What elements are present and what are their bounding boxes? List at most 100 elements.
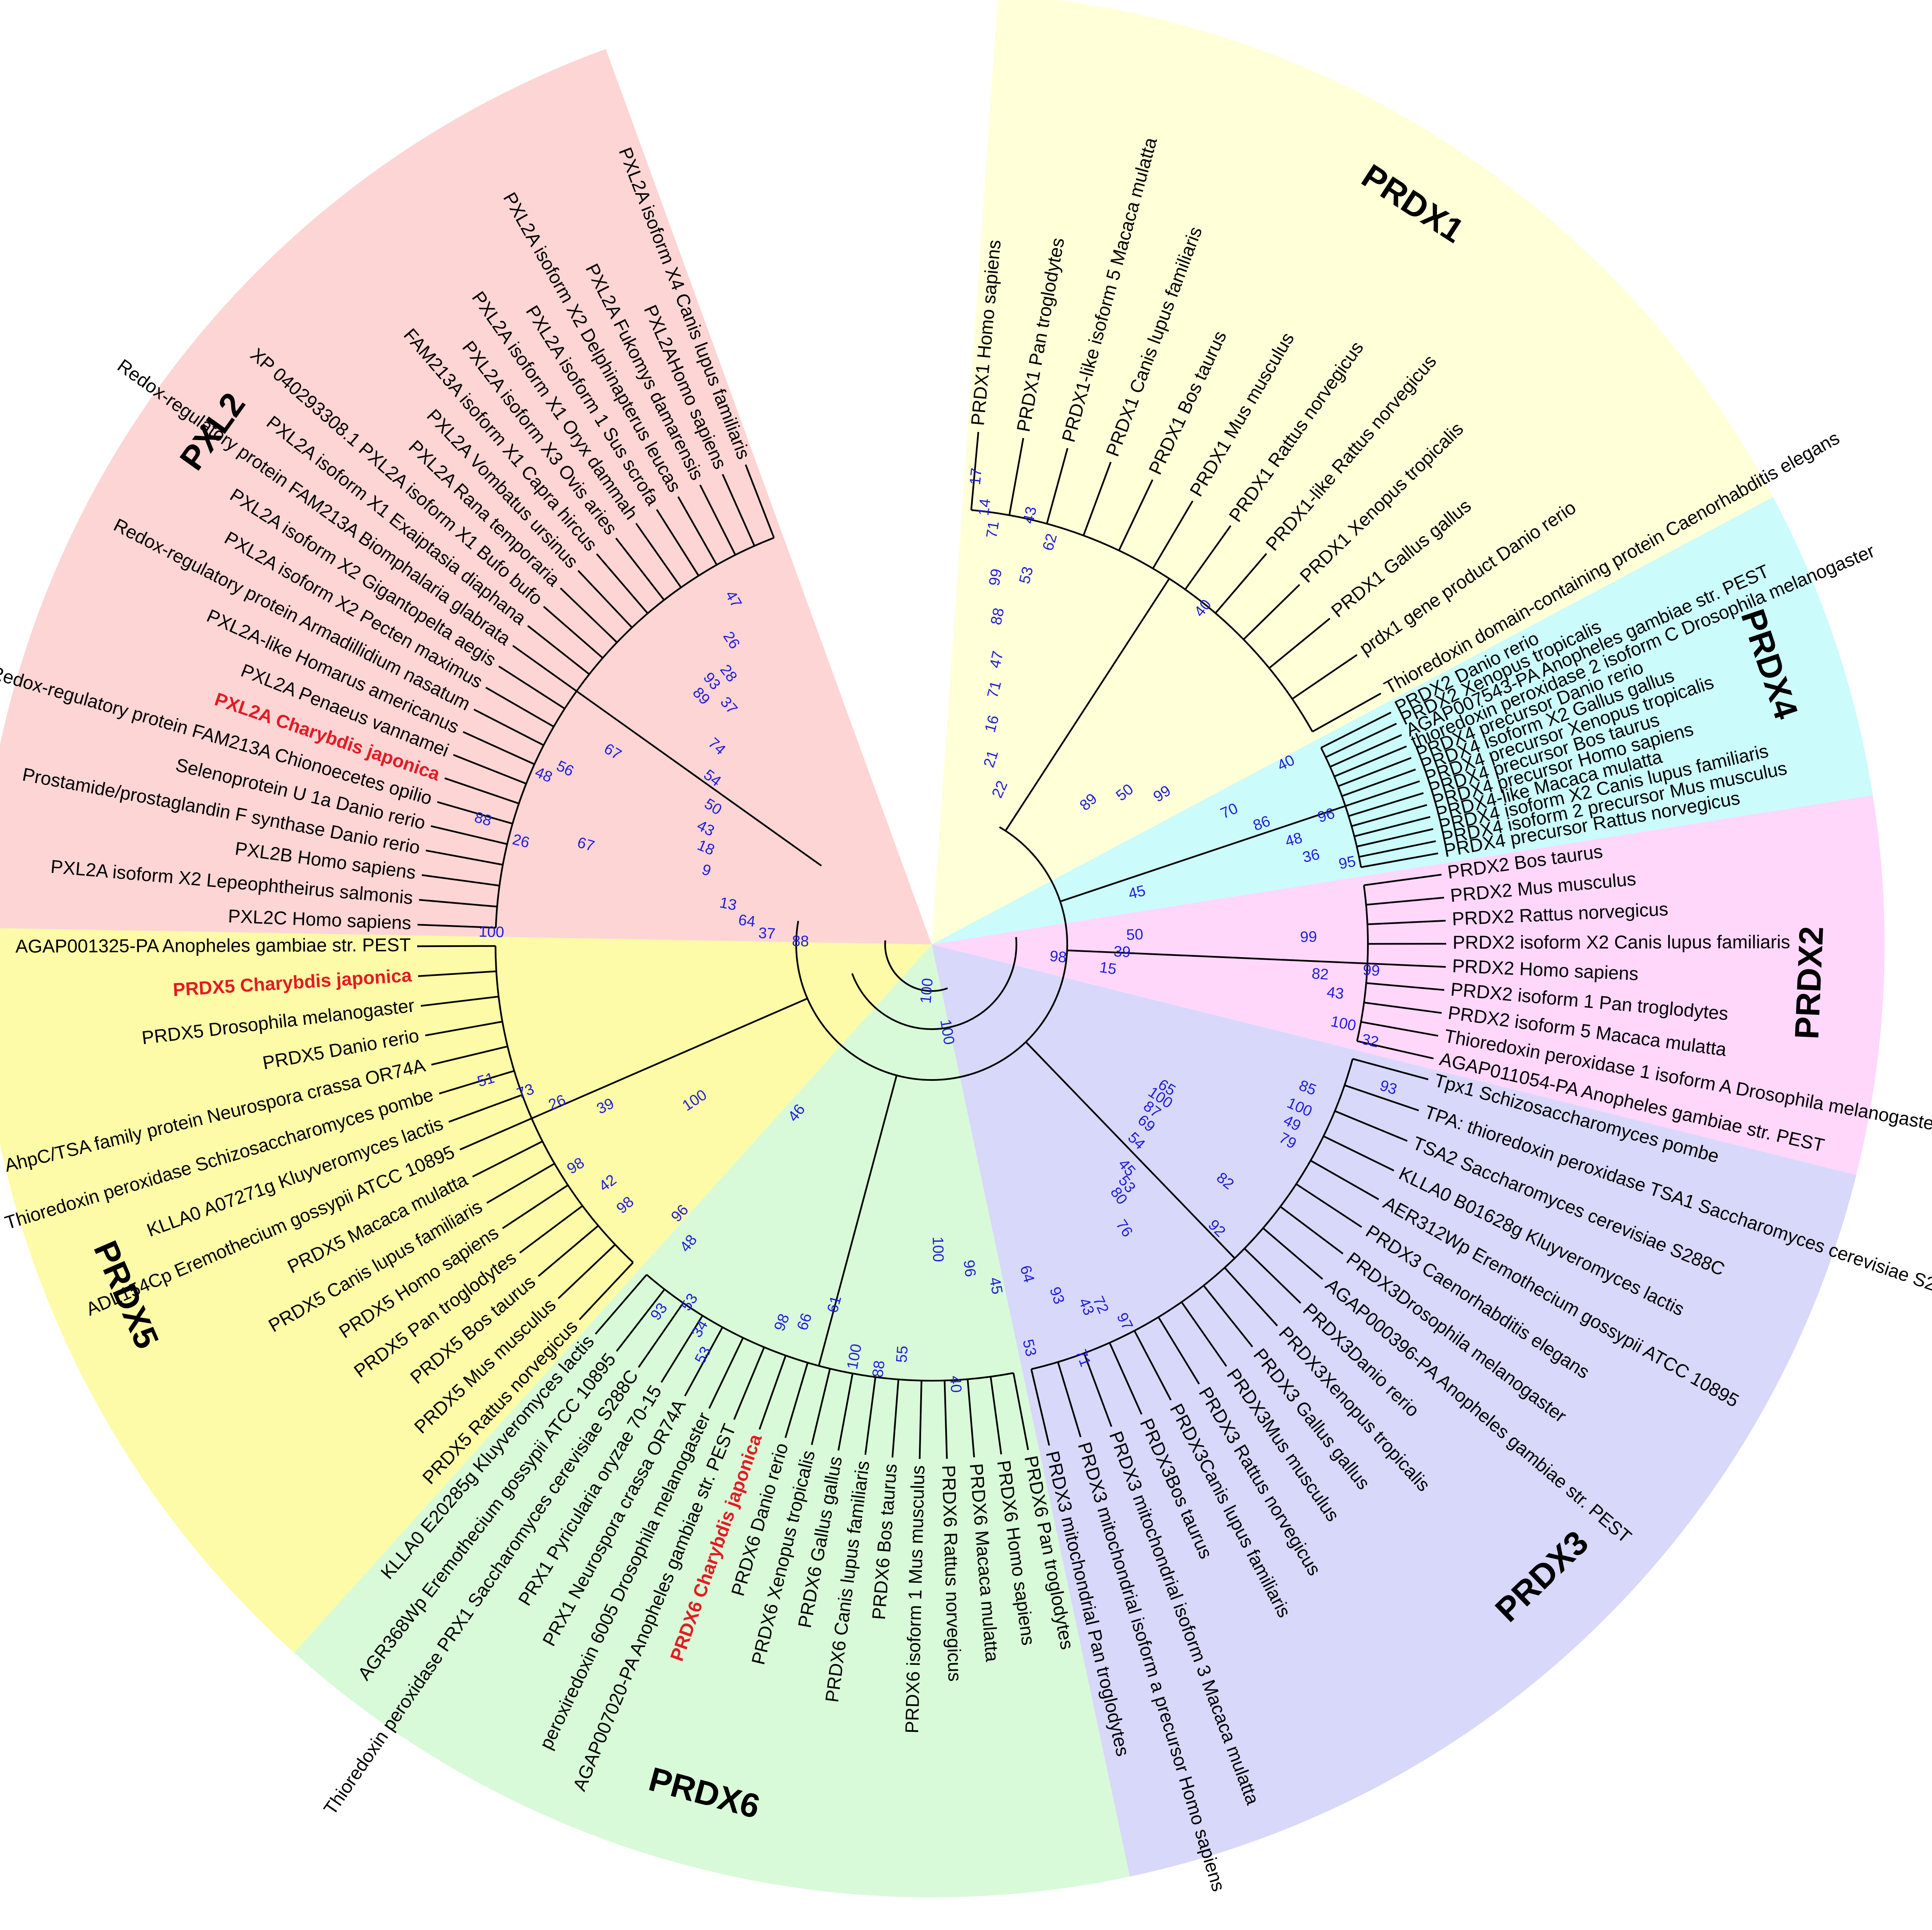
bootstrap-value: 13 xyxy=(718,894,738,914)
terminal-branch xyxy=(837,1373,854,1451)
terminal-branch xyxy=(418,970,497,977)
terminal-branch xyxy=(1083,1353,1113,1427)
terminal-branch xyxy=(699,485,736,556)
bootstrap-value: 98 xyxy=(1049,947,1068,966)
terminal-branch xyxy=(444,777,519,805)
bootstrap-value: 96 xyxy=(960,1259,979,1277)
bootstrap-value: 39 xyxy=(1113,942,1131,961)
sector-prdx2 xyxy=(932,795,1885,1175)
terminal-branch xyxy=(1109,1342,1143,1415)
terminal-branch xyxy=(498,665,565,709)
bootstrap-value: 36 xyxy=(1301,845,1321,866)
bootstrap-value: 43 xyxy=(1019,505,1040,525)
terminal-branch xyxy=(1292,654,1358,700)
terminal-branch xyxy=(1320,712,1392,749)
terminal-branch xyxy=(1344,1084,1419,1111)
terminal-branch xyxy=(1118,479,1154,551)
bootstrap-value: 50 xyxy=(1126,925,1144,944)
terminal-branch xyxy=(1310,1160,1379,1200)
terminal-branch xyxy=(502,1184,569,1229)
terminal-branch xyxy=(595,1274,648,1335)
terminal-branch xyxy=(1295,1183,1362,1228)
bootstrap-value: 43 xyxy=(1326,983,1345,1002)
terminal-branch xyxy=(537,1225,599,1277)
clade-stem xyxy=(1060,805,1346,903)
bootstrap-value: 45 xyxy=(1127,881,1147,902)
terminal-branch xyxy=(1268,617,1331,669)
terminal-branch xyxy=(966,1379,975,1458)
terminal-branch xyxy=(486,1163,555,1204)
terminal-branch xyxy=(1356,1040,1434,1060)
terminal-branch xyxy=(745,464,775,538)
terminal-branch xyxy=(421,995,499,1007)
leaf-label: AGAP001325-PA Anopheles gambiae str. PES… xyxy=(15,935,411,957)
clade-arc xyxy=(1031,1058,1354,1370)
terminal-branch xyxy=(1013,1373,1029,1450)
bootstrap-value: 32 xyxy=(1360,1030,1381,1051)
bootstrap-value: 99 xyxy=(985,568,1005,587)
terminal-branch xyxy=(864,1377,877,1455)
terminal-branch xyxy=(485,687,554,728)
terminal-branch xyxy=(1356,828,1434,847)
terminal-branch xyxy=(1348,792,1424,817)
terminal-branch xyxy=(758,1355,787,1430)
terminal-branch xyxy=(417,924,496,929)
terminal-branch xyxy=(733,1347,765,1420)
terminal-branch xyxy=(656,509,700,576)
terminal-branch xyxy=(426,850,503,866)
terminal-branch xyxy=(431,825,508,845)
terminal-branch xyxy=(1152,500,1193,569)
terminal-branch xyxy=(462,731,535,765)
bootstrap-value: 88 xyxy=(792,932,809,950)
terminal-branch xyxy=(437,801,513,825)
bootstrap-value: 14 xyxy=(974,498,994,517)
terminal-branch xyxy=(560,587,618,643)
bootstrap-value: 100 xyxy=(937,1018,958,1046)
bootstrap-value: 100 xyxy=(930,1236,947,1262)
terminal-branch xyxy=(1366,982,1445,991)
bootstrap-value: 47 xyxy=(986,649,1007,670)
terminal-branch xyxy=(421,874,500,887)
terminal-branch xyxy=(1046,448,1068,524)
bootstrap-value: 99 xyxy=(1300,928,1317,946)
terminal-branch xyxy=(1244,1248,1301,1304)
terminal-branch xyxy=(453,754,527,785)
bootstrap-value: 26 xyxy=(511,830,531,851)
terminal-branch xyxy=(891,1379,900,1458)
terminal-branch xyxy=(944,1380,948,1459)
terminal-branch xyxy=(708,1337,744,1409)
bootstrap-value: 45 xyxy=(986,1276,1007,1296)
bootstrap-value: 88 xyxy=(869,1360,888,1379)
terminal-branch xyxy=(577,570,633,629)
sector-prdx6 xyxy=(294,944,1130,1897)
terminal-branch xyxy=(1361,852,1439,868)
terminal-branch xyxy=(1334,1110,1408,1142)
terminal-branch xyxy=(512,645,577,692)
clade-stem xyxy=(531,997,808,1119)
terminal-branch xyxy=(1280,1206,1344,1254)
terminal-branch xyxy=(1203,1285,1253,1348)
terminal-branch xyxy=(1354,816,1431,837)
terminal-branch xyxy=(1329,734,1402,768)
terminal-branch xyxy=(578,1262,634,1321)
terminal-branch xyxy=(1338,757,1412,787)
terminal-branch xyxy=(1351,804,1428,827)
terminal-branch xyxy=(1352,1058,1429,1080)
terminal-branch xyxy=(919,1380,922,1459)
terminal-branch xyxy=(425,1021,503,1036)
terminal-branch xyxy=(459,1117,532,1151)
terminal-branch xyxy=(970,432,980,510)
terminal-branch xyxy=(1364,1002,1442,1014)
terminal-branch xyxy=(1184,525,1232,590)
terminal-branch xyxy=(1082,462,1112,536)
clade-stem xyxy=(818,1075,898,1366)
bootstrap-value: 37 xyxy=(758,924,776,942)
terminal-branch xyxy=(1323,1135,1395,1171)
terminal-branch xyxy=(431,1045,508,1066)
terminal-branch xyxy=(1325,723,1397,758)
terminal-branch xyxy=(990,1376,1002,1455)
terminal-branch xyxy=(1133,1330,1172,1401)
bootstrap-value: 99 xyxy=(1362,961,1380,979)
terminal-branch xyxy=(1334,745,1407,778)
root-arc xyxy=(884,940,948,992)
